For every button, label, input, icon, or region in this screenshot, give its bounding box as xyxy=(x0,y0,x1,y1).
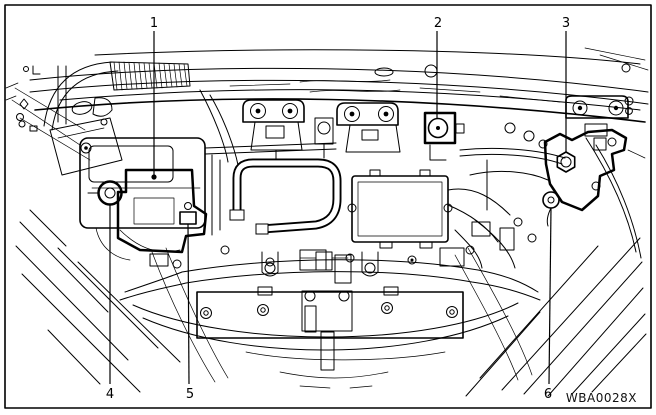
callout-label-3: 3 xyxy=(562,16,570,31)
grommet-part-4 xyxy=(87,180,123,215)
bracket-part-3 xyxy=(543,128,628,212)
ecm-box xyxy=(347,169,453,249)
diagram-border xyxy=(4,4,652,409)
grommet-part-2 xyxy=(423,111,465,161)
left-fender-hatch-lines xyxy=(15,209,229,393)
vent-hatch-lines xyxy=(113,61,188,91)
callout-5-leader xyxy=(187,223,190,385)
left-strut-tower-area xyxy=(5,61,123,176)
callout-label-4: 4 xyxy=(106,387,114,402)
callout-leaders xyxy=(109,31,567,385)
callout-label-2: 2 xyxy=(434,16,442,31)
callout-numbers: 1 2 3 4 5 6 xyxy=(106,16,570,402)
air-cleaner-assembly xyxy=(79,137,208,269)
right-strut-and-fender-area xyxy=(469,95,646,269)
air-duct-hose xyxy=(229,158,342,235)
callout-label-1: 1 xyxy=(150,16,158,31)
callout-label-6: 6 xyxy=(544,387,552,402)
callout-1-target-dot xyxy=(151,174,157,180)
engine-center-components xyxy=(179,89,566,284)
callout-6-leader xyxy=(548,207,552,385)
figure-code: WBA0028X xyxy=(566,391,637,405)
cowl-and-hood-lines xyxy=(29,47,649,123)
radiator-support-and-bumper xyxy=(119,251,541,389)
right-fender-hatch-lines xyxy=(454,237,647,397)
callout-label-5: 5 xyxy=(186,387,194,402)
